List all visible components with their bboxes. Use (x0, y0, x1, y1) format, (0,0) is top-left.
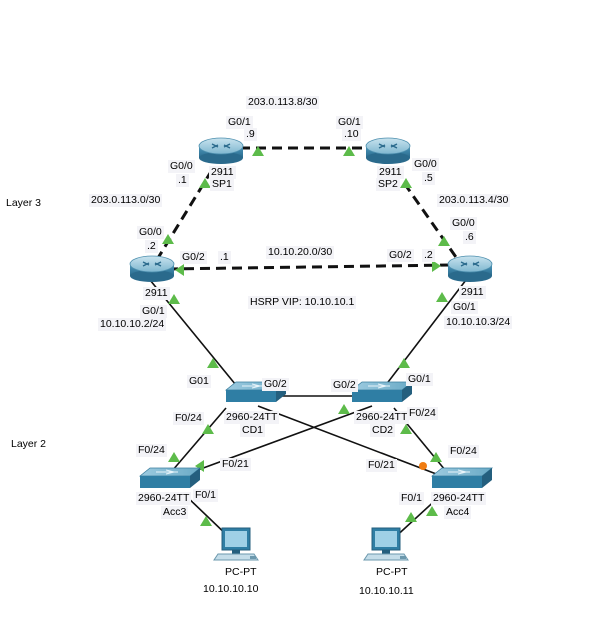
cd2-name-label: CD2 (370, 424, 396, 437)
port-blocked-marker (419, 462, 427, 470)
cd1-model-label: 2960-24TT (224, 411, 280, 424)
cd1-g02-port-label: G0/2 (262, 378, 289, 391)
cd1-g01-port-label: G01 (187, 375, 211, 388)
port-up-marker (202, 424, 214, 434)
port-up-marker (162, 234, 174, 244)
port-up-marker (438, 236, 450, 246)
sp2-model-label: 2911 (377, 166, 404, 179)
port-up-marker (405, 512, 417, 522)
r1-g02-ip-label: .1 (218, 251, 231, 264)
r2-g01-ip-label: 10.10.10.3/24 (444, 316, 513, 329)
pc-1[interactable] (213, 527, 259, 561)
port-up-marker (432, 260, 441, 272)
port-up-marker (195, 460, 204, 472)
cd2-model-label: 2960-24TT (354, 411, 410, 424)
link-r2-cd2 (381, 279, 467, 391)
pc2-ip-label: 10.10.10.11 (359, 585, 414, 597)
link-cd1-acc3 (165, 407, 227, 479)
layer3-label: Layer 3 (6, 197, 42, 209)
r1-model-label: 2911 (143, 287, 170, 300)
r2-g01-port-label: G0/1 (451, 301, 478, 314)
sp2-g01-port-label: G0/1 (336, 116, 363, 129)
sp1-g01-ip-label: .9 (244, 128, 257, 141)
acc3-name-label: Acc3 (161, 506, 189, 519)
sp2-name-label: SP2 (376, 178, 400, 191)
acc4-f021-port-label: F0/21 (366, 459, 397, 472)
r1-g02-port-label: G0/2 (180, 251, 207, 264)
cd1-f024-port-label: F0/24 (173, 412, 204, 425)
port-up-marker (398, 358, 410, 368)
r1-g00-port-label: G0/0 (137, 226, 164, 239)
r1-r2-subnet-label: 10.10.20.0/30 (266, 246, 335, 259)
port-up-marker (200, 516, 212, 526)
port-up-marker (168, 452, 180, 462)
pc1-ip-label: 10.10.10.10 (203, 583, 259, 595)
acc3-model-label: 2960-24TT (136, 492, 192, 505)
pc1-model-label: PC-PT (225, 566, 257, 578)
acc3-f01-port-label: F0/1 (193, 489, 219, 502)
acc3-f021-port-label: F0/21 (220, 458, 251, 471)
port-up-marker (343, 146, 355, 156)
sp1-g00-ip-label: .1 (176, 174, 189, 187)
r2-g00-ip-label: .6 (463, 231, 476, 244)
r1-g01-port-label: G0/1 (140, 305, 167, 318)
switch-acc3[interactable] (138, 467, 202, 488)
acc4-model-label: 2960-24TT (431, 492, 487, 505)
r2-g00-port-label: G0/0 (450, 217, 477, 230)
r2-model-label: 2911 (459, 286, 486, 299)
router-sp2[interactable] (365, 137, 411, 164)
sp2-g01-ip-label: .10 (342, 128, 361, 141)
sp1-name-label: SP1 (210, 178, 234, 191)
sp1-g01-port-label: G0/1 (226, 116, 253, 129)
cd2-g01-port-label: G0/1 (406, 373, 433, 386)
port-up-marker (426, 506, 438, 516)
port-up-marker (207, 358, 219, 368)
cd1-name-label: CD1 (240, 424, 266, 437)
sp2-r2-subnet-label: 203.0.113.4/30 (437, 194, 511, 207)
router-sp1[interactable] (198, 137, 244, 164)
acc4-name-label: Acc4 (444, 506, 472, 519)
port-up-marker (400, 424, 412, 434)
switch-cd2[interactable] (350, 381, 414, 402)
hsrp-label: HSRP VIP: 10.10.10.1 (248, 296, 357, 309)
r1-g01-ip-label: 10.10.10.2/24 (98, 318, 167, 331)
acc4-f01-port-label: F0/1 (399, 492, 425, 505)
r2-g02-port-label: G0/2 (387, 249, 414, 262)
pc-2[interactable] (363, 527, 409, 561)
acc4-f024-port-label: F0/24 (448, 445, 479, 458)
cd2-g02-port-label: G0/2 (331, 379, 358, 392)
router-r2[interactable] (447, 255, 493, 282)
sp-link-subnet-label: 203.0.113.8/30 (246, 96, 320, 109)
sp2-g00-port-label: G0/0 (412, 158, 439, 171)
link-cd2-acc3 (175, 405, 373, 479)
cd2-f024-port-label: F0/24 (407, 407, 438, 420)
port-up-marker (199, 178, 211, 188)
sp2-g00-ip-label: .5 (422, 172, 435, 185)
port-up-marker (175, 264, 184, 276)
sp1-r1-subnet-label: 203.0.113.0/30 (89, 194, 163, 207)
port-up-marker (430, 452, 442, 462)
port-up-marker (400, 178, 412, 188)
port-up-marker (338, 404, 350, 414)
switch-acc4[interactable] (430, 467, 494, 488)
port-up-marker (252, 146, 264, 156)
port-up-marker (436, 292, 448, 302)
sp1-g00-port-label: G0/0 (168, 160, 195, 173)
link-r1-r2 (167, 263, 453, 271)
link-status-markers (162, 146, 450, 526)
acc3-f024-port-label: F0/24 (136, 444, 167, 457)
router-r1[interactable] (129, 255, 175, 282)
sp1-model-label: 2911 (209, 166, 236, 179)
r1-g00-ip-label: .2 (145, 240, 158, 253)
r2-g02-ip-label: .2 (422, 249, 435, 262)
layer2-label: Layer 2 (11, 438, 47, 450)
pc2-model-label: PC-PT (376, 566, 408, 578)
port-up-marker (168, 294, 180, 304)
